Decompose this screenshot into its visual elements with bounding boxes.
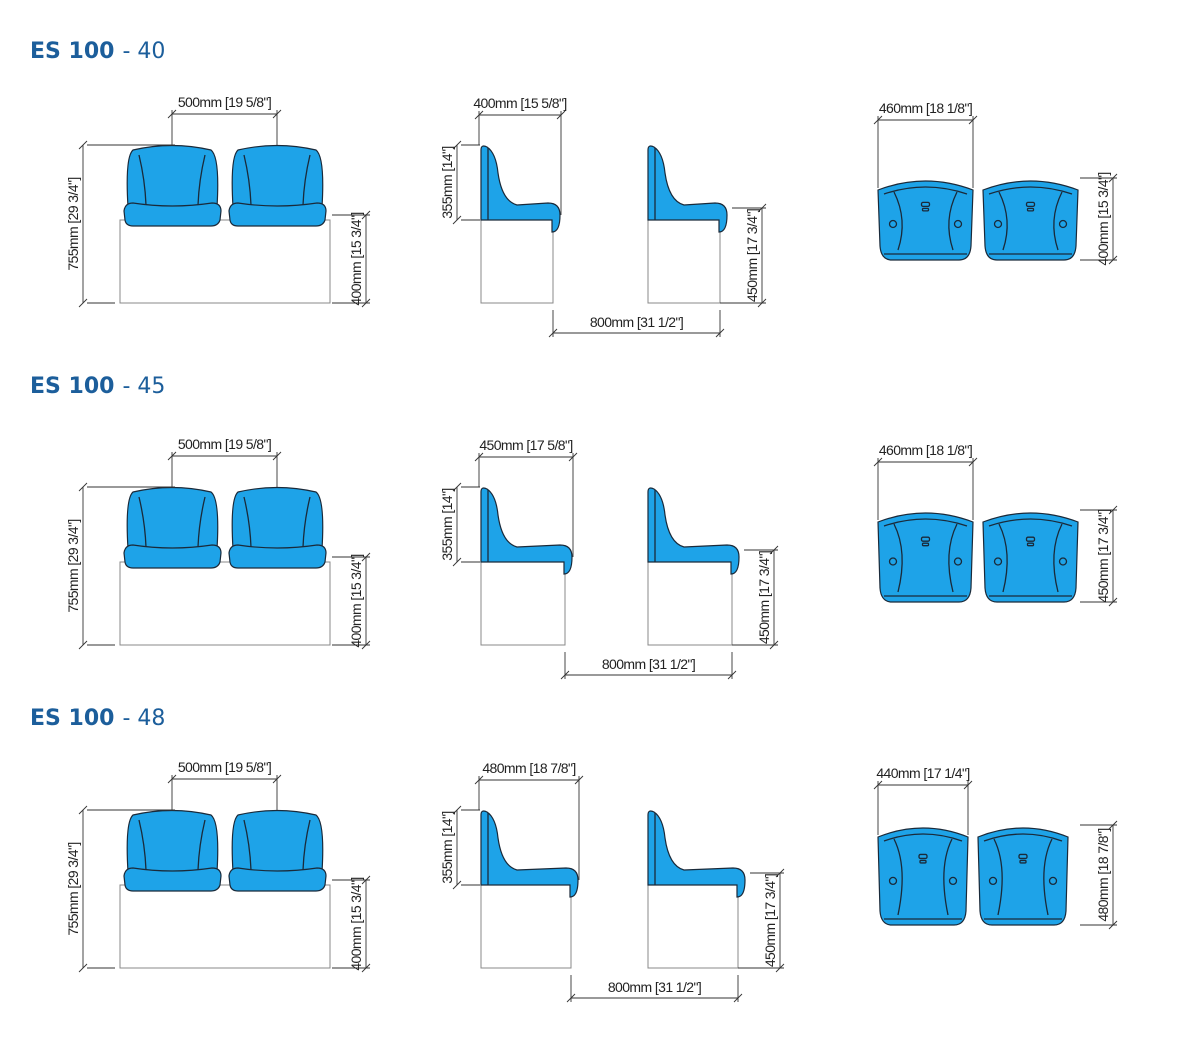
seat-backrest bbox=[231, 144, 324, 208]
seat-backrest bbox=[231, 486, 324, 550]
seat-side-profile bbox=[647, 810, 746, 898]
seat-top-view bbox=[982, 180, 1079, 261]
pitch-dimension: 800mm [31 1/2"] bbox=[590, 314, 683, 330]
seat-backrest bbox=[126, 144, 219, 208]
pitch-dimension: 800mm [31 1/2"] bbox=[608, 979, 701, 995]
side-frame bbox=[480, 219, 554, 304]
title-model: ES 100 bbox=[30, 706, 114, 731]
section-es100-2: ES 100 - 45 500mm [19 5/8"] 755mm [29 3/4"]… bbox=[30, 374, 1118, 680]
seat-side-profile bbox=[647, 487, 740, 575]
section-title: ES 100 - 48 bbox=[30, 706, 165, 731]
seat-backrest bbox=[126, 486, 219, 550]
side-frame bbox=[480, 884, 572, 969]
seat-cushion bbox=[228, 202, 327, 227]
side-frame bbox=[647, 561, 733, 646]
top-width-dimension: 460mm [18 1/8"] bbox=[879, 442, 972, 458]
side-frame bbox=[480, 561, 566, 646]
side-frame bbox=[647, 219, 721, 304]
front-view: 500mm [19 5/8"] 755mm [29 3/4"] 400mm [15 … bbox=[65, 94, 371, 308]
section-title: ES 100 - 45 bbox=[30, 374, 165, 399]
front-height-dimension: 755mm [29 3/4"] bbox=[65, 519, 81, 612]
side-frame bbox=[647, 884, 739, 969]
bench-frame bbox=[119, 561, 331, 646]
title-model: ES 100 bbox=[30, 374, 114, 399]
top-view: 440mm [17 1/4"] 480mm [18 7/8"] bbox=[873, 765, 1118, 930]
seat-top-view bbox=[982, 512, 1079, 603]
title-variant: - 40 bbox=[122, 39, 165, 64]
title-variant: - 45 bbox=[122, 374, 165, 399]
seat-side-profile bbox=[480, 145, 561, 233]
front-seat-height-dimension: 400mm [15 3/4"] bbox=[348, 877, 364, 970]
side-seat-height-dimension: 450mm [17 3/4"] bbox=[744, 209, 760, 302]
title-variant: - 48 bbox=[122, 706, 165, 731]
seat-cushion bbox=[123, 202, 222, 227]
title-model: ES 100 bbox=[30, 39, 114, 64]
section-es100-1: ES 100 - 40 500mm [19 5/8"] 755mm [29 3/4"]… bbox=[30, 39, 1118, 338]
side-view: 480mm [18 7/8"] 355mm [14"] 450mm [17 3/4"… bbox=[439, 760, 785, 1003]
backrest-height-dimension: 355mm [14"] bbox=[439, 811, 455, 883]
seat-side-profile bbox=[647, 145, 728, 233]
seat-top-view bbox=[877, 180, 974, 261]
seat-cushion bbox=[123, 867, 222, 892]
bench-frame bbox=[119, 219, 331, 304]
top-view: 460mm [18 1/8"] 450mm [17 3/4"] bbox=[873, 442, 1118, 607]
backrest-height-dimension: 355mm [14"] bbox=[439, 488, 455, 560]
side-depth-dimension: 400mm [15 5/8"] bbox=[473, 95, 566, 111]
front-height-dimension: 755mm [29 3/4"] bbox=[65, 177, 81, 270]
top-view: 460mm [18 1/8"] 400mm [15 3/4"] bbox=[873, 100, 1118, 266]
front-width-dimension: 500mm [19 5/8"] bbox=[178, 94, 271, 110]
front-height-dimension: 755mm [29 3/4"] bbox=[65, 842, 81, 935]
section-es100-3: ES 100 - 48 500mm [19 5/8"] 755mm [29 3/4"]… bbox=[30, 706, 1118, 1003]
seat-top-view bbox=[877, 827, 969, 926]
top-width-dimension: 440mm [17 1/4"] bbox=[876, 765, 969, 781]
seat-cushion bbox=[123, 544, 222, 569]
side-depth-dimension: 480mm [18 7/8"] bbox=[482, 760, 575, 776]
top-depth-dimension: 400mm [15 3/4"] bbox=[1095, 172, 1111, 265]
front-seat-height-dimension: 400mm [15 3/4"] bbox=[348, 212, 364, 305]
section-title: ES 100 - 40 bbox=[30, 39, 165, 64]
seat-top-view bbox=[977, 827, 1069, 926]
side-seat-height-dimension: 450mm [17 3/4"] bbox=[756, 551, 772, 644]
front-width-dimension: 500mm [19 5/8"] bbox=[178, 759, 271, 775]
side-view: 450mm [17 5/8"] 355mm [14"] 450mm [17 3/4"… bbox=[439, 437, 779, 680]
seat-top-view bbox=[877, 512, 974, 603]
backrest-height-dimension: 355mm [14"] bbox=[439, 146, 455, 218]
side-depth-dimension: 450mm [17 5/8"] bbox=[479, 437, 572, 453]
front-view: 500mm [19 5/8"] 755mm [29 3/4"] 400mm [15 … bbox=[65, 436, 371, 650]
bench-frame bbox=[119, 884, 331, 969]
front-seat-height-dimension: 400mm [15 3/4"] bbox=[348, 554, 364, 647]
seat-backrest bbox=[126, 809, 219, 873]
front-width-dimension: 500mm [19 5/8"] bbox=[178, 436, 271, 452]
side-seat-height-dimension: 450mm [17 3/4"] bbox=[762, 874, 778, 967]
top-width-dimension: 460mm [18 1/8"] bbox=[879, 100, 972, 116]
seat-side-profile bbox=[480, 487, 573, 575]
front-view: 500mm [19 5/8"] 755mm [29 3/4"] 400mm [15 … bbox=[65, 759, 371, 973]
top-depth-dimension: 480mm [18 7/8"] bbox=[1095, 828, 1111, 921]
seat-cushion bbox=[228, 867, 327, 892]
seat-backrest bbox=[231, 809, 324, 873]
pitch-dimension: 800mm [31 1/2"] bbox=[602, 656, 695, 672]
side-view: 400mm [15 5/8"] 355mm [14"] 450mm [17 3/4"… bbox=[439, 95, 767, 338]
seat-cushion bbox=[228, 544, 327, 569]
seat-side-profile bbox=[480, 810, 579, 898]
top-depth-dimension: 450mm [17 3/4"] bbox=[1095, 509, 1111, 602]
